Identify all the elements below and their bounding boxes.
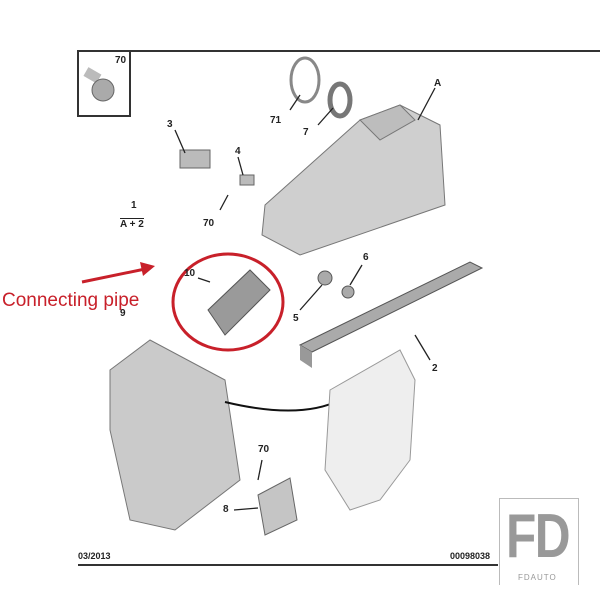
detail-box-70	[77, 50, 131, 117]
logo-name: FDAUTO	[516, 573, 559, 582]
lower-housing-9	[109, 339, 241, 531]
label-4: 4	[235, 146, 241, 157]
label-5: 5	[293, 313, 299, 324]
grommet-4	[239, 174, 255, 186]
connecting-pipe-callout: Connecting pipe	[2, 290, 140, 311]
pipe-highlight-circle	[171, 252, 285, 352]
label-2: 2	[432, 363, 438, 374]
label-8: 8	[223, 504, 229, 515]
label-A: A	[434, 78, 442, 89]
bolt-70-detail	[83, 67, 115, 102]
clamp-71	[289, 56, 321, 104]
footer-ref: 00098038	[450, 551, 491, 561]
label-70-sensor: 70	[203, 218, 215, 229]
label-10: 10	[184, 268, 196, 279]
cover-shield	[324, 349, 416, 511]
label-71: 71	[270, 115, 282, 126]
logo-mark: FD	[506, 502, 571, 571]
label-70-box: 70	[115, 55, 127, 66]
sensor-3	[179, 149, 211, 169]
leader-lines	[174, 87, 436, 511]
air-filter-housing-A	[261, 104, 446, 256]
fdauto-logo: FD FDAUTO	[499, 498, 579, 585]
footer-date: 03/2013	[78, 551, 111, 561]
callout-arrow	[81, 262, 155, 284]
connecting-pipe-10	[207, 269, 271, 336]
label-3: 3	[167, 119, 173, 130]
seal-7	[327, 81, 353, 119]
seal-5-6	[317, 270, 355, 299]
bracket-8	[257, 477, 298, 536]
label-A-plus-2: A + 2	[120, 218, 144, 230]
filter-element-2	[298, 261, 484, 368]
hose-line	[224, 399, 341, 412]
label-6: 6	[363, 252, 369, 263]
label-7: 7	[303, 127, 309, 138]
label-70-bracket: 70	[258, 444, 270, 455]
label-1: 1	[131, 200, 137, 211]
label-9: 9	[120, 308, 126, 319]
